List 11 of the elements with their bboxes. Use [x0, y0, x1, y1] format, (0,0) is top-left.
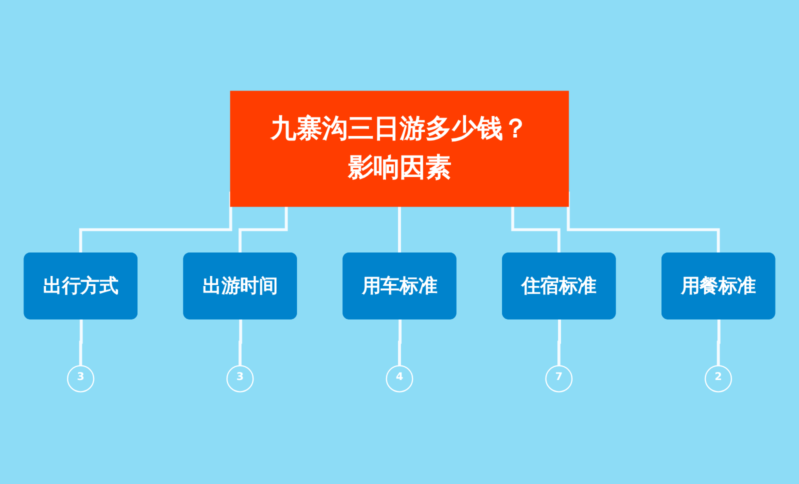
- connector: [238, 320, 242, 368]
- connector: [79, 320, 83, 368]
- connector: [398, 320, 402, 368]
- node-circle: 7: [545, 366, 573, 393]
- node-circle: 3: [226, 366, 254, 393]
- connector: [557, 320, 561, 368]
- node-box: 九寨沟三日游多少钱？影响因素: [230, 91, 569, 208]
- connector: [716, 320, 720, 368]
- node-circle: 3: [67, 366, 94, 393]
- node-circle: 2: [704, 366, 732, 393]
- node-circle: 4: [386, 366, 414, 393]
